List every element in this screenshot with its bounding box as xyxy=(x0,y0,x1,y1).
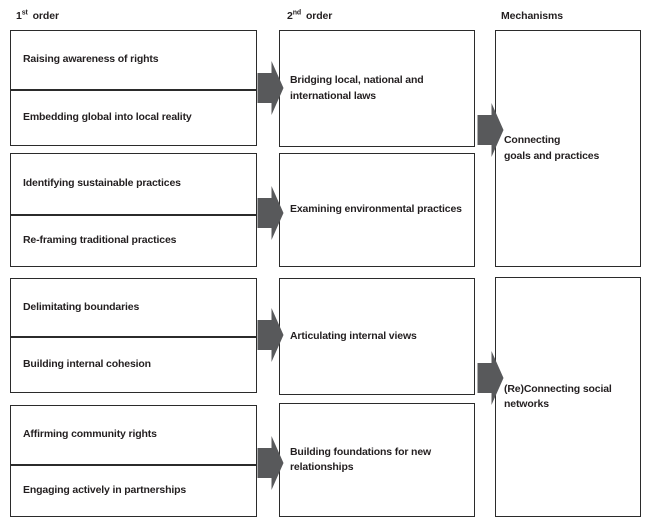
first-order-box-3a: Delimitating boundaries xyxy=(11,279,256,336)
first-order-label: Raising awareness of rights xyxy=(23,53,159,66)
mechanism-box-1: Connecting goals and practices xyxy=(495,30,641,267)
first-order-box-4b: Engaging actively in partnerships xyxy=(11,464,256,516)
right-arrow-icon xyxy=(257,308,284,362)
first-order-label: Identifying sustainable practices xyxy=(23,177,181,190)
first-order-group-1: Raising awareness of rights Embedding gl… xyxy=(10,30,257,146)
first-order-label: Delimitating boundaries xyxy=(23,300,140,313)
first-order-box-2a: Identifying sustainable practices xyxy=(11,154,256,214)
right-arrow-icon xyxy=(477,351,504,405)
right-arrow-icon xyxy=(257,61,284,115)
mechanism-label: (Re)Connecting social networks xyxy=(504,382,612,410)
first-order-box-2b: Re-framing traditional practices xyxy=(11,214,256,266)
column-header-second-order: 2nd order xyxy=(287,9,333,23)
second-order-label: Bridging local, national and internation… xyxy=(290,74,424,102)
first-order-label: Affirming community rights xyxy=(23,428,157,441)
second-order-label: Examining environmental practices xyxy=(290,203,462,216)
second-order-box-1: Bridging local, national and internation… xyxy=(279,30,475,147)
second-order-box-3: Articulating internal views xyxy=(279,278,475,395)
first-order-label: Engaging actively in partnerships xyxy=(23,484,187,497)
first-order-label: Re-framing traditional practices xyxy=(23,234,177,247)
right-arrow-icon xyxy=(477,103,504,157)
first-order-box-1a: Raising awareness of rights xyxy=(11,31,256,89)
column-header-first-order: 1st order xyxy=(16,9,59,23)
first-order-label: Embedding global into local reality xyxy=(23,111,192,124)
second-order-box-2: Examining environmental practices xyxy=(279,153,475,267)
first-order-group-2: Identifying sustainable practices Re-fra… xyxy=(10,153,257,267)
first-order-group-3: Delimitating boundaries Building interna… xyxy=(10,278,257,393)
right-arrow-icon xyxy=(257,436,284,490)
second-order-label: Articulating internal views xyxy=(290,329,417,342)
right-arrow-icon xyxy=(257,186,284,240)
first-order-box-3b: Building internal cohesion xyxy=(11,336,256,392)
mechanism-label: Connecting goals and practices xyxy=(504,134,600,162)
first-order-box-4a: Affirming community rights xyxy=(11,406,256,464)
first-order-box-1b: Embedding global into local reality xyxy=(11,89,256,145)
first-order-group-4: Affirming community rights Engaging acti… xyxy=(10,405,257,517)
mechanism-box-2: (Re)Connecting social networks xyxy=(495,277,641,517)
second-order-label: Building foundations for new relationshi… xyxy=(290,445,432,473)
first-order-label: Building internal cohesion xyxy=(23,358,151,371)
second-order-box-4: Building foundations for new relationshi… xyxy=(279,403,475,517)
column-header-mechanisms: Mechanisms xyxy=(501,10,564,22)
